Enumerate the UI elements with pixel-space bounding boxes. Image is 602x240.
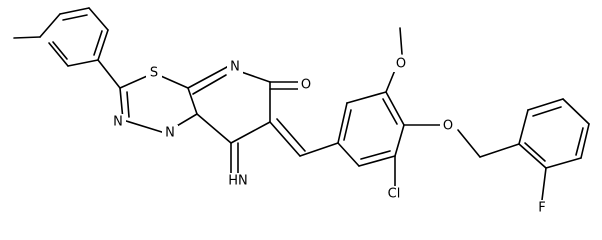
exocyclic-double-1: [269, 121, 301, 157]
fluoro-bond: [541, 167, 547, 201]
atom-imine: HN: [228, 174, 248, 189]
atom-chlorine: Cl: [388, 187, 401, 202]
exocyclic-double-2: [276, 118, 306, 152]
methyl-bond: [13, 36, 41, 39]
structure-diagram: S N N N O O O Cl F HN: [13, 7, 590, 216]
atom-nitrogen-ring: N: [230, 60, 240, 75]
methoxy-methyl-bond: [399, 27, 403, 55]
molecule-canvas: S N N N O O O Cl F HN: [13, 7, 590, 216]
atom-oxygen-methoxy: O: [396, 57, 406, 72]
atom-sulfur: S: [150, 66, 158, 81]
pyrimidine-ring: [187, 66, 271, 144]
thiadiazole-ring: [119, 72, 198, 134]
central-benzene-ring: [337, 91, 405, 167]
ether-ch2-bond: [457, 129, 481, 158]
fluorobenzyl-ring: [518, 98, 590, 169]
tolyl-thiadiazole-bond: [97, 59, 121, 89]
tolyl-ring: [39, 7, 109, 67]
atom-nitrogen-bridge: N: [165, 126, 175, 141]
vinyl-aryl-bond: [299, 142, 339, 157]
atom-nitrogen-left: N: [113, 115, 123, 130]
atom-oxygen-ether: O: [443, 119, 453, 134]
ch2-aryl-bond: [479, 143, 520, 158]
methoxy-o-bond: [385, 69, 396, 93]
atom-oxygen-ketone: O: [301, 78, 311, 93]
atom-fluorine: F: [538, 201, 545, 216]
